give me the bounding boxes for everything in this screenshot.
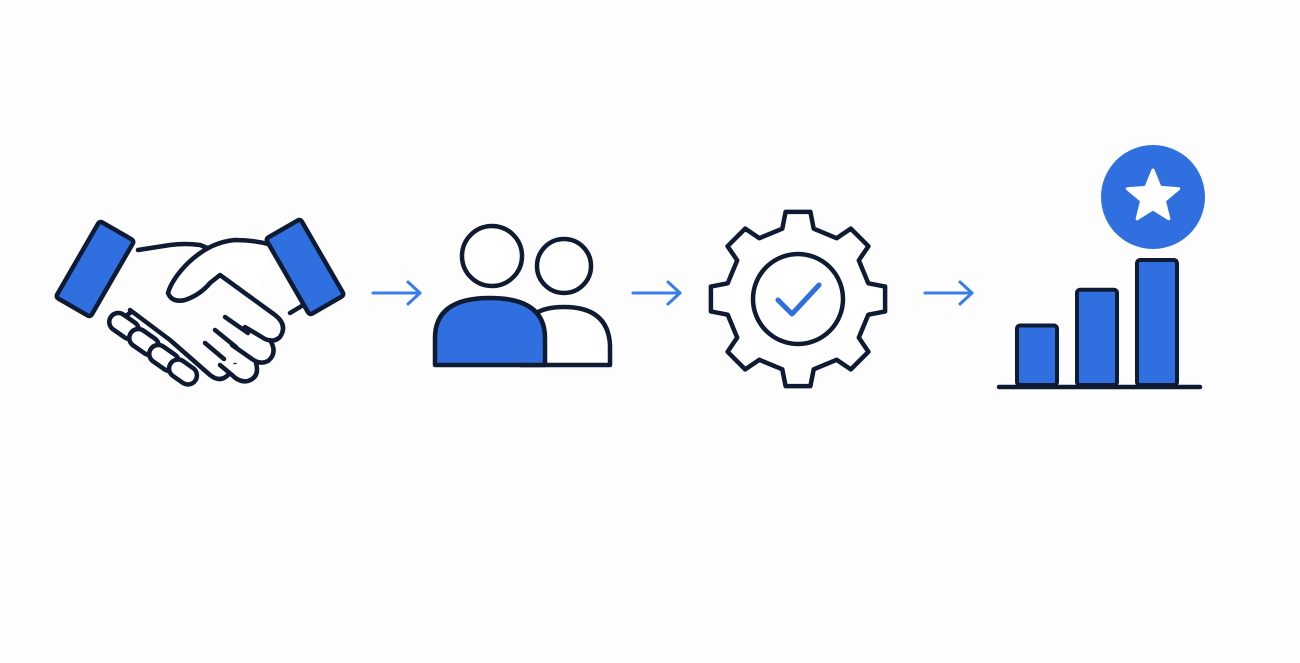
arrow-right-icon xyxy=(371,280,422,306)
connector-arrow-2 xyxy=(630,278,686,308)
arrow-right-icon xyxy=(631,280,682,306)
chart-bar xyxy=(1075,287,1119,387)
chart-bar xyxy=(1135,258,1179,387)
star-icon xyxy=(1125,168,1181,221)
step-results xyxy=(995,142,1210,397)
arrow-right-icon xyxy=(923,280,974,306)
team-users-icon xyxy=(432,223,613,368)
step-process xyxy=(702,203,894,395)
step-team xyxy=(430,220,620,375)
connector-arrow-3 xyxy=(922,278,978,308)
chart-bar xyxy=(1015,323,1059,388)
handshake-icon xyxy=(54,217,346,387)
bar-chart-star-icon xyxy=(996,145,1205,390)
step-partnership xyxy=(54,205,350,395)
gear-checkmark-icon xyxy=(708,209,888,389)
connector-arrow-1 xyxy=(370,278,426,308)
